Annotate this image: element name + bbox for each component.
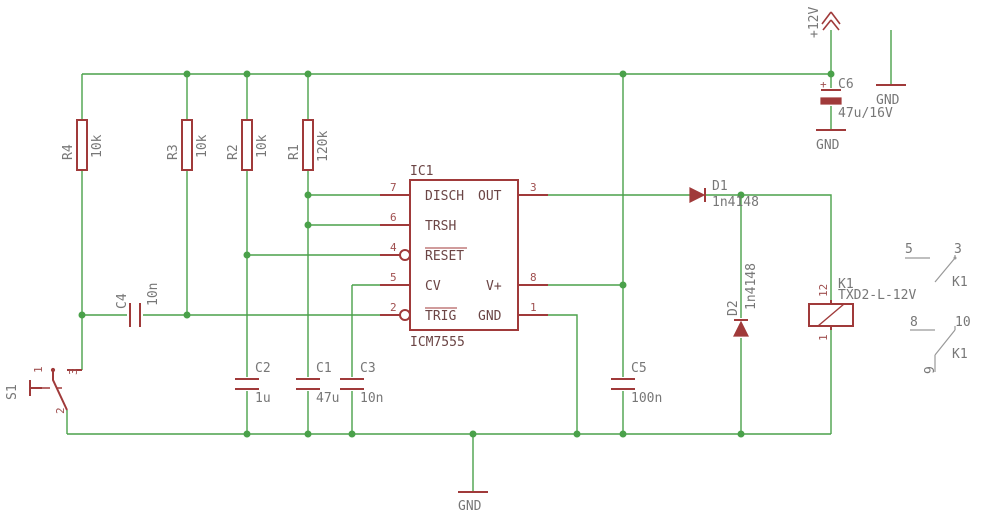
k1-contact2-label: K1	[952, 347, 968, 362]
wires	[66, 30, 892, 492]
pin-num-2: 2	[390, 301, 397, 314]
gnd-label-c6: GND	[816, 138, 840, 153]
k1-contact1-pin-b: 3	[954, 242, 962, 257]
switch-s1[interactable]: S1 1 3 2	[5, 366, 82, 414]
r1-ref: R1	[287, 144, 302, 160]
resistor-r4[interactable]: R4 10k	[61, 119, 105, 171]
capacitor-c4[interactable]: C4 10n	[115, 283, 161, 327]
ic1-icm7555[interactable]: IC1 ICM7555 DISCH TRSH RESET CV TRIG OUT…	[380, 164, 548, 350]
r4-ref: R4	[61, 144, 76, 160]
k1-coil-pin-b: 1	[817, 334, 830, 341]
resistor-r3[interactable]: R3 10k	[166, 119, 210, 171]
resistor-r1[interactable]: R1 120k	[287, 119, 331, 171]
gnd-label-bottom: GND	[458, 499, 482, 514]
r4-value: 10k	[90, 134, 105, 158]
c5-ref: C5	[631, 361, 647, 376]
gnd-symbol-bottom: GND	[458, 491, 488, 514]
d1-value: 1n4148	[712, 195, 759, 210]
pin-num-5: 5	[390, 271, 397, 284]
d2-ref: D2	[726, 300, 741, 316]
pin-num-7: 7	[390, 181, 397, 194]
s1-pin-2: 2	[54, 407, 67, 414]
c4-ref: C4	[115, 293, 130, 309]
pin-label-vplus: V+	[486, 279, 502, 294]
c6-ref: C6	[838, 77, 854, 92]
vcc-symbol: +12V	[807, 7, 841, 38]
k1-coil-pin-a: 12	[817, 284, 830, 297]
capacitor-c1[interactable]: C1 47u	[296, 361, 339, 406]
pin-label-disch: DISCH	[425, 189, 464, 204]
s1-pin-1: 1	[32, 366, 45, 373]
k1-contact2-pin-a: 8	[910, 315, 918, 330]
c1-value: 47u	[316, 391, 339, 406]
gnd-symbol-c6: GND	[816, 129, 846, 153]
junctions	[78, 70, 835, 438]
k1-contact1-label: K1	[952, 275, 968, 290]
c3-ref: C3	[360, 361, 376, 376]
d1-ref: D1	[712, 179, 728, 194]
s1-pin-3: 3	[67, 368, 80, 375]
c2-ref: C2	[255, 361, 271, 376]
pin-label-out: OUT	[478, 189, 502, 204]
r2-ref: R2	[226, 144, 241, 160]
c6-value: 47u/16V	[838, 106, 893, 121]
c2-value: 1u	[255, 391, 271, 406]
ic1-ref: IC1	[410, 164, 433, 179]
pin-label-cv: CV	[425, 279, 441, 294]
d2-value: 1n4148	[744, 263, 759, 310]
c3-value: 10n	[360, 391, 383, 406]
c5-value: 100n	[631, 391, 662, 406]
r3-ref: R3	[166, 144, 181, 160]
resistor-r2[interactable]: R2 10k	[226, 119, 270, 171]
capacitor-c5[interactable]: C5 100n	[611, 361, 662, 406]
k1-contact2-pin-c: 9	[923, 366, 938, 374]
pin-num-1: 1	[530, 301, 537, 314]
diode-d2[interactable]: D2 1n4148	[726, 263, 759, 337]
pin-label-trsh: TRSH	[425, 219, 456, 234]
r3-value: 10k	[195, 134, 210, 158]
gnd-symbol-top: GND	[876, 84, 906, 108]
relay-k1-coil[interactable]: K1 TXD2-L-12V 12 1	[808, 277, 916, 341]
s1-ref: S1	[5, 384, 20, 400]
pin-num-8: 8	[530, 271, 537, 284]
pin-num-6: 6	[390, 211, 397, 224]
k1-ref: K1	[838, 277, 854, 292]
gnd-label-top: GND	[876, 93, 900, 108]
pin-label-reset: RESET	[425, 249, 464, 264]
ic1-part: ICM7555	[410, 335, 465, 350]
capacitor-c3[interactable]: C3 10n	[340, 361, 383, 406]
relay-k1-contact-2[interactable]: 8 10 9 K1	[910, 315, 971, 374]
c1-ref: C1	[316, 361, 332, 376]
c6-plus: +	[820, 78, 827, 91]
k1-contact1-pin-a: 5	[905, 242, 913, 257]
k1-contact2-pin-b: 10	[955, 315, 971, 330]
pin-label-gnd: GND	[478, 309, 502, 324]
capacitor-c6[interactable]: + C6 47u/16V	[820, 77, 893, 121]
capacitor-c2[interactable]: C2 1u	[235, 361, 271, 406]
r2-value: 10k	[255, 134, 270, 158]
c4-value: 10n	[146, 283, 161, 306]
pin-label-trig: TRIG	[425, 309, 456, 324]
diode-d1[interactable]: D1 1n4148	[689, 179, 759, 210]
r1-value: 120k	[316, 131, 331, 162]
vcc-label: +12V	[807, 7, 822, 38]
pin-num-4: 4	[390, 241, 397, 254]
k1-part: TXD2-L-12V	[838, 288, 916, 303]
relay-k1-contact-1[interactable]: 5 3 K1	[905, 242, 968, 290]
pin-num-3: 3	[530, 181, 537, 194]
